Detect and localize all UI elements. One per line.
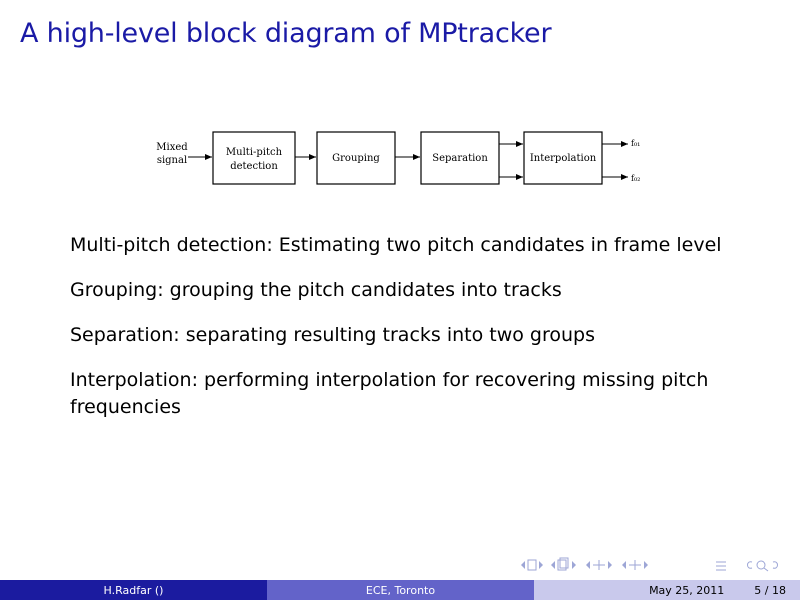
footer-institute: ECE, Toronto: [267, 580, 534, 600]
bullet-item: Grouping: grouping the pitch candidates …: [70, 279, 562, 301]
prev-slide-icon[interactable]: [551, 557, 576, 571]
footer-date-page: May 25, 2011 5 / 18: [534, 580, 800, 600]
block-separation: [420, 131, 500, 185]
prev-section-icon[interactable]: [586, 560, 612, 570]
footer-page-number: 5 / 18: [754, 583, 786, 597]
output-label-top: f₀₁: [631, 139, 640, 148]
prev-subsection-icon[interactable]: [622, 560, 648, 570]
block-label: detection: [230, 161, 278, 172]
input-label: signal: [157, 155, 187, 166]
block-label: Interpolation: [530, 153, 597, 164]
footer-date: May 25, 2011: [649, 583, 725, 597]
bullet-item: Interpolation: performing interpolation …: [70, 369, 709, 418]
output-label-bottom: f₀₂: [631, 174, 640, 183]
slide-title: A high-level block diagram of MPtracker: [20, 18, 552, 49]
bullet-list: Multi-pitch detection: Estimating two pi…: [70, 232, 775, 439]
block-label: Grouping: [332, 153, 380, 164]
input-label: Mixed: [156, 142, 188, 153]
align-icon[interactable]: [716, 561, 726, 571]
block-label: Multi-pitch: [226, 147, 283, 158]
search-icon[interactable]: [747, 560, 778, 572]
block-label: Separation: [432, 153, 488, 164]
block-diagram: Mixed signal Multi-pitch detection Group…: [156, 131, 640, 185]
footer-bar: H.Radfar () ECE, Toronto May 25, 2011 5 …: [0, 580, 800, 600]
bullet-item: Multi-pitch detection: Estimating two pi…: [70, 234, 722, 256]
block-multi-pitch-detection: [212, 131, 296, 185]
prev-frame-icon[interactable]: [521, 559, 543, 571]
navigation-bar: [521, 557, 778, 572]
block-interpolation: [523, 131, 603, 185]
footer-author: H.Radfar (): [0, 580, 267, 600]
block-grouping: [316, 131, 396, 185]
bullet-item: Separation: separating resulting tracks …: [70, 324, 595, 346]
